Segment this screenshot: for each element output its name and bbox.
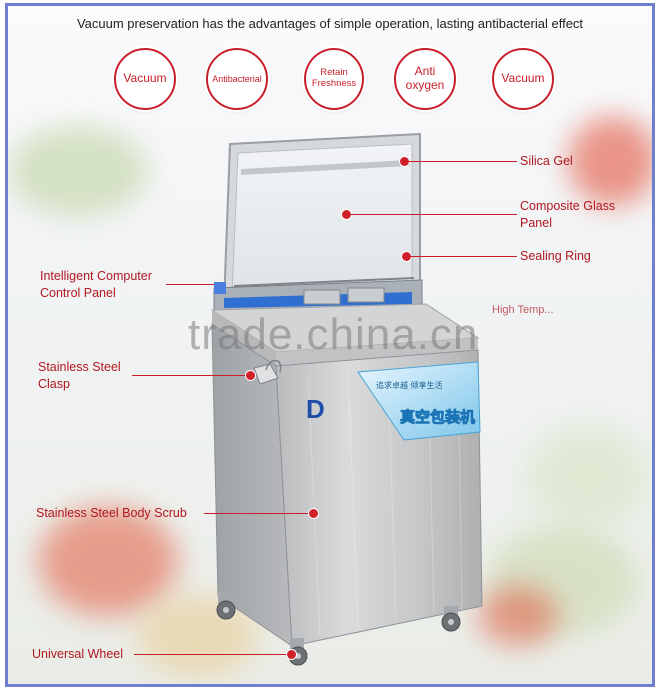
dot-body-scrub bbox=[309, 509, 318, 518]
callout-clasp-line1: Stainless Steel bbox=[38, 360, 121, 374]
badge-label: Vacuum bbox=[501, 71, 545, 86]
bg-tomato-bottom-right bbox=[478, 586, 558, 646]
badge-vacuum-2: Vacuum bbox=[492, 48, 554, 110]
open-lid bbox=[222, 132, 421, 306]
callout-sealing-ring: Sealing Ring bbox=[520, 249, 591, 263]
callout-clasp-line2: Clasp bbox=[38, 376, 70, 391]
bg-greens-top-left bbox=[8, 126, 148, 216]
sticker-slogan: 追求卓越 倾享生活 bbox=[376, 380, 443, 390]
leader-control-panel bbox=[166, 284, 214, 285]
universal-wheels bbox=[216, 592, 461, 666]
callout-composite-glass-line2: Panel bbox=[520, 215, 552, 230]
dot-composite-glass bbox=[342, 210, 351, 219]
sticker-title: 真空包装机 bbox=[400, 408, 475, 426]
badge-anti-oxygen: Anti oxygen bbox=[394, 48, 456, 110]
badge-label: Retain Freshness bbox=[311, 67, 357, 89]
product-feature-banner: Vacuum preservation has the advantages o… bbox=[5, 3, 655, 687]
leader-silica-gel bbox=[409, 161, 517, 162]
callout-body-scrub: Stainless Steel Body Scrub bbox=[36, 506, 187, 520]
badge-label: Vacuum bbox=[123, 71, 167, 86]
bg-greens-mid-right bbox=[528, 426, 648, 526]
callout-control-panel: Intelligent Computer Control Panel bbox=[40, 268, 152, 302]
leader-composite-glass bbox=[351, 214, 517, 215]
badge-label: Anti oxygen bbox=[405, 64, 445, 92]
badge-vacuum-1: Vacuum bbox=[114, 48, 176, 110]
badge-antibacterial: Antibacterial bbox=[206, 48, 268, 110]
logo-letter: D bbox=[306, 394, 325, 424]
machine-top-rim-front bbox=[276, 338, 478, 366]
leader-universal-wheel bbox=[134, 654, 288, 655]
callout-composite-glass: Composite Glass Panel bbox=[520, 198, 615, 232]
callout-clasp: Stainless Steel Clasp bbox=[38, 359, 121, 393]
watermark-text: trade.china.cn bbox=[188, 310, 479, 359]
leader-body-scrub bbox=[204, 513, 310, 514]
machine-top-rim bbox=[212, 310, 276, 366]
bg-tomato-top-right bbox=[568, 116, 652, 206]
brand-logo: D bbox=[306, 394, 325, 424]
bg-pepper-bottom-left bbox=[38, 506, 178, 616]
callout-control-panel-line1: Intelligent Computer bbox=[40, 269, 152, 283]
badge-label: Antibacterial bbox=[212, 73, 262, 84]
badge-retain-freshness: Retain Freshness bbox=[304, 48, 364, 110]
callout-composite-glass-line1: Composite Glass bbox=[520, 199, 616, 213]
callout-partial-label: High Temp... bbox=[492, 304, 554, 316]
headline: Vacuum preservation has the advantages o… bbox=[76, 16, 584, 31]
dot-silica-gel bbox=[400, 157, 409, 166]
stainless-steel-clasp bbox=[253, 359, 282, 385]
dot-clasp bbox=[246, 371, 255, 380]
leader-clasp bbox=[132, 375, 250, 376]
product-sticker: 追求卓越 倾享生活 真空包装机 bbox=[357, 361, 481, 441]
feature-badges: Vacuum Antibacterial Retain Freshness An… bbox=[8, 42, 652, 114]
dot-sealing-ring bbox=[402, 252, 411, 261]
callout-silica-gel: Silica Gel bbox=[520, 154, 573, 168]
callout-universal-wheel: Universal Wheel bbox=[32, 647, 124, 661]
callout-control-panel-line2: Control Panel bbox=[40, 285, 116, 300]
leader-sealing-ring bbox=[411, 256, 517, 257]
vacuum-machine-illustration: D 追求卓越 倾享生活 真空包装机 bbox=[210, 132, 483, 666]
dot-universal-wheel bbox=[287, 650, 296, 659]
